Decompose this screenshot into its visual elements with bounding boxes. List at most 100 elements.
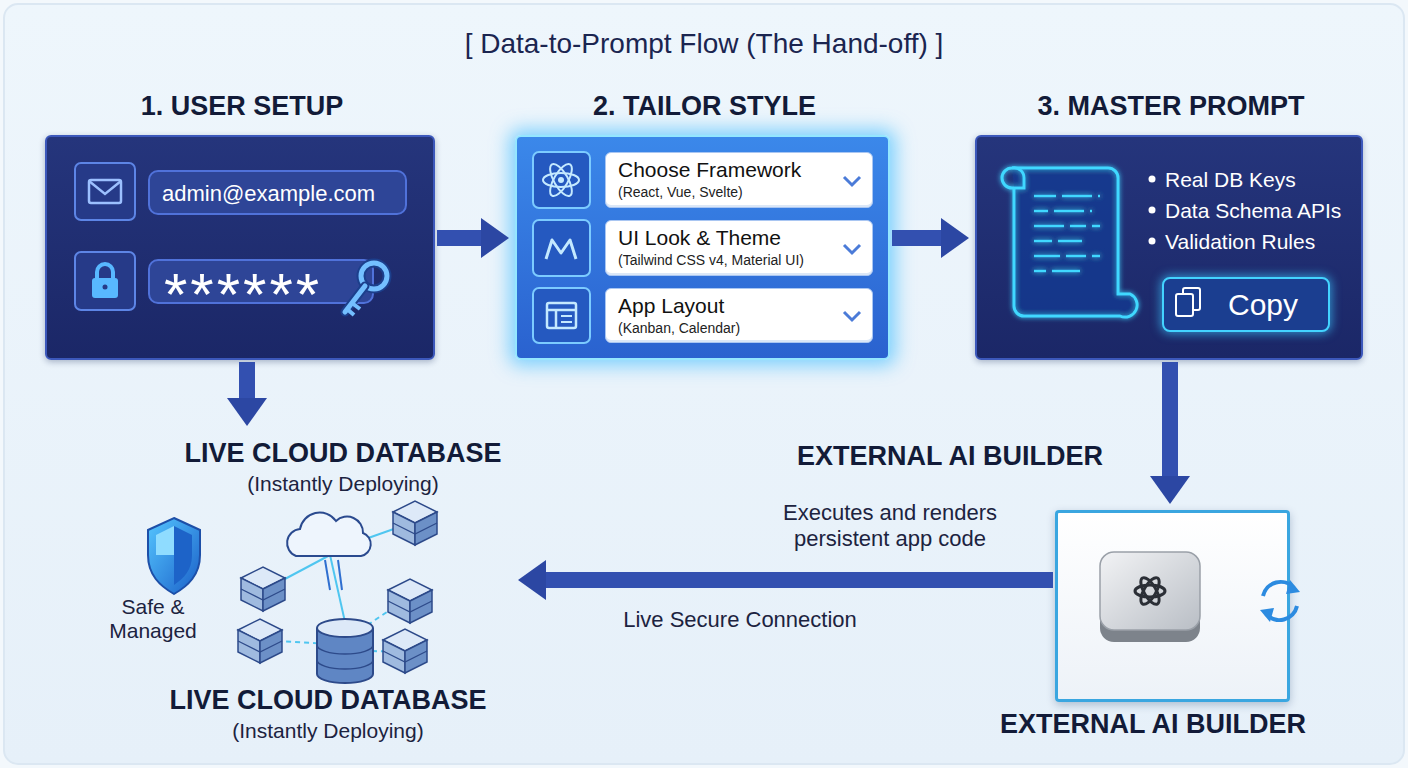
option-hint: (React, Vue, Svelte) bbox=[618, 184, 743, 200]
arrow-head bbox=[1150, 476, 1190, 504]
edge-label: Live Secure Connection bbox=[623, 607, 857, 632]
mail-icon bbox=[89, 180, 121, 203]
shield-icon bbox=[148, 518, 200, 594]
email-field: admin@example.com bbox=[148, 170, 407, 215]
flow-arrow bbox=[1150, 362, 1190, 504]
theme-icon bbox=[533, 220, 590, 276]
framework-icon bbox=[533, 152, 590, 208]
refresh-icon bbox=[1260, 580, 1300, 622]
ai-builder-box: EXTERNAL AI BUILDEREXTERNAL AI BUILDER bbox=[1055, 510, 1290, 702]
lock-icon bbox=[103, 285, 108, 290]
key-icon bbox=[345, 263, 387, 315]
ai-chip-icon bbox=[1137, 575, 1162, 607]
flow-arrow bbox=[437, 218, 509, 258]
option-title: App Layout bbox=[618, 294, 724, 318]
arrow-shaft bbox=[1162, 362, 1178, 478]
style-panel: 2. TAILOR STYLEChoose Framework(React, V… bbox=[515, 135, 890, 360]
layout-icon bbox=[561, 315, 572, 317]
arrow-shaft bbox=[239, 362, 255, 400]
arrow-head bbox=[941, 218, 969, 258]
key-icon bbox=[361, 263, 387, 289]
bullet-item: Data Schema APIs bbox=[1165, 199, 1341, 223]
key-icon bbox=[352, 303, 360, 309]
copy-icon bbox=[1176, 288, 1200, 316]
database-illustration bbox=[262, 640, 345, 645]
shield-icon bbox=[148, 518, 200, 594]
database-illustration bbox=[330, 555, 345, 622]
arrow-shaft bbox=[892, 230, 943, 246]
bullet-dot bbox=[1149, 176, 1156, 245]
ai-chip-icon bbox=[1100, 564, 1200, 642]
section-heading: 2. TAILOR STYLE bbox=[517, 91, 892, 122]
scroll-icon bbox=[1002, 168, 1137, 317]
theme-icon bbox=[533, 220, 590, 276]
section-subtitle: (Instantly Deploying) bbox=[138, 719, 518, 743]
bullet-item: Validation Rules bbox=[1165, 230, 1315, 254]
ai-chip-icon bbox=[1100, 552, 1200, 630]
layout-icon bbox=[555, 310, 558, 328]
database-illustration bbox=[338, 560, 342, 590]
database-illustration bbox=[393, 501, 437, 545]
option-hint: (Kanban, Calendar) bbox=[618, 320, 740, 336]
arrow-head bbox=[481, 218, 509, 258]
badge-text: Safe & Managed bbox=[101, 595, 205, 643]
database-illustration bbox=[238, 501, 437, 683]
dropdown-chevron bbox=[844, 312, 860, 320]
key-icon bbox=[345, 286, 365, 312]
option-hint: (Tailwind CSS v4, Material UI) bbox=[618, 252, 804, 268]
scroll-icon bbox=[1034, 255, 1100, 258]
scroll-icon bbox=[1034, 270, 1080, 273]
shield-icon bbox=[174, 526, 192, 585]
diagram-title: [ Data-to-Prompt Flow (The Hand-off) ] bbox=[0, 28, 1408, 60]
database-illustration bbox=[317, 660, 373, 669]
layout-icon bbox=[547, 303, 576, 328]
ai-chip-icon bbox=[1137, 575, 1162, 607]
bullet-dot bbox=[1149, 176, 1156, 183]
option-title: Choose Framework bbox=[618, 158, 801, 182]
database-illustration bbox=[345, 650, 400, 652]
refresh-icon bbox=[1286, 580, 1300, 594]
field-text: admin@example.com bbox=[162, 181, 375, 206]
flow-arrow bbox=[227, 362, 267, 426]
bullet-dot bbox=[1149, 238, 1156, 245]
database-illustration bbox=[345, 600, 405, 640]
arrow-shaft bbox=[437, 230, 483, 246]
key-icon bbox=[345, 286, 365, 312]
lock-icon bbox=[75, 252, 135, 310]
password-mask: ****** bbox=[164, 265, 322, 325]
database-illustration bbox=[317, 645, 373, 654]
database-illustration bbox=[317, 619, 373, 637]
mail-icon bbox=[89, 181, 121, 194]
bullet-item: Real DB Keys bbox=[1165, 168, 1296, 192]
copy-button: Copy bbox=[1162, 277, 1330, 332]
section-heading: 1. USER SETUP bbox=[47, 91, 437, 122]
framework-icon bbox=[543, 173, 579, 187]
section-heading: LIVE CLOUD DATABASE bbox=[153, 438, 533, 469]
database-illustration bbox=[317, 628, 373, 683]
lock-icon bbox=[92, 278, 118, 298]
refresh-icon bbox=[1266, 606, 1297, 620]
arrow-head bbox=[227, 398, 267, 426]
database-illustration bbox=[340, 525, 405, 548]
section-subtitle: (Instantly Deploying) bbox=[153, 472, 533, 496]
dropdown-chevron bbox=[844, 177, 860, 185]
copy-icon bbox=[1183, 288, 1200, 310]
flow-arrow bbox=[892, 218, 969, 258]
dropdown-chevron bbox=[844, 177, 860, 320]
database-region: LIVE CLOUD DATABASE(Instantly Deploying)… bbox=[95, 432, 512, 750]
option-title: UI Look & Theme bbox=[618, 226, 781, 250]
layout-icon bbox=[533, 288, 590, 343]
section-heading: EXTERNAL AI BUILDER bbox=[963, 709, 1343, 740]
mail-icon bbox=[75, 163, 135, 220]
copy-icon bbox=[1176, 294, 1193, 316]
arrow-head bbox=[518, 560, 546, 600]
scroll-icon bbox=[1034, 195, 1100, 198]
section-heading: 3. MASTER PROMPT bbox=[977, 91, 1365, 122]
prompt-panel: 3. MASTER PROMPTReal DB KeysData Schema … bbox=[975, 135, 1363, 360]
dropdown-chevron bbox=[844, 245, 860, 253]
framework-icon bbox=[546, 161, 576, 199]
database-illustration bbox=[383, 629, 427, 673]
scroll-icon bbox=[1034, 210, 1092, 213]
framework-icon bbox=[546, 161, 576, 199]
